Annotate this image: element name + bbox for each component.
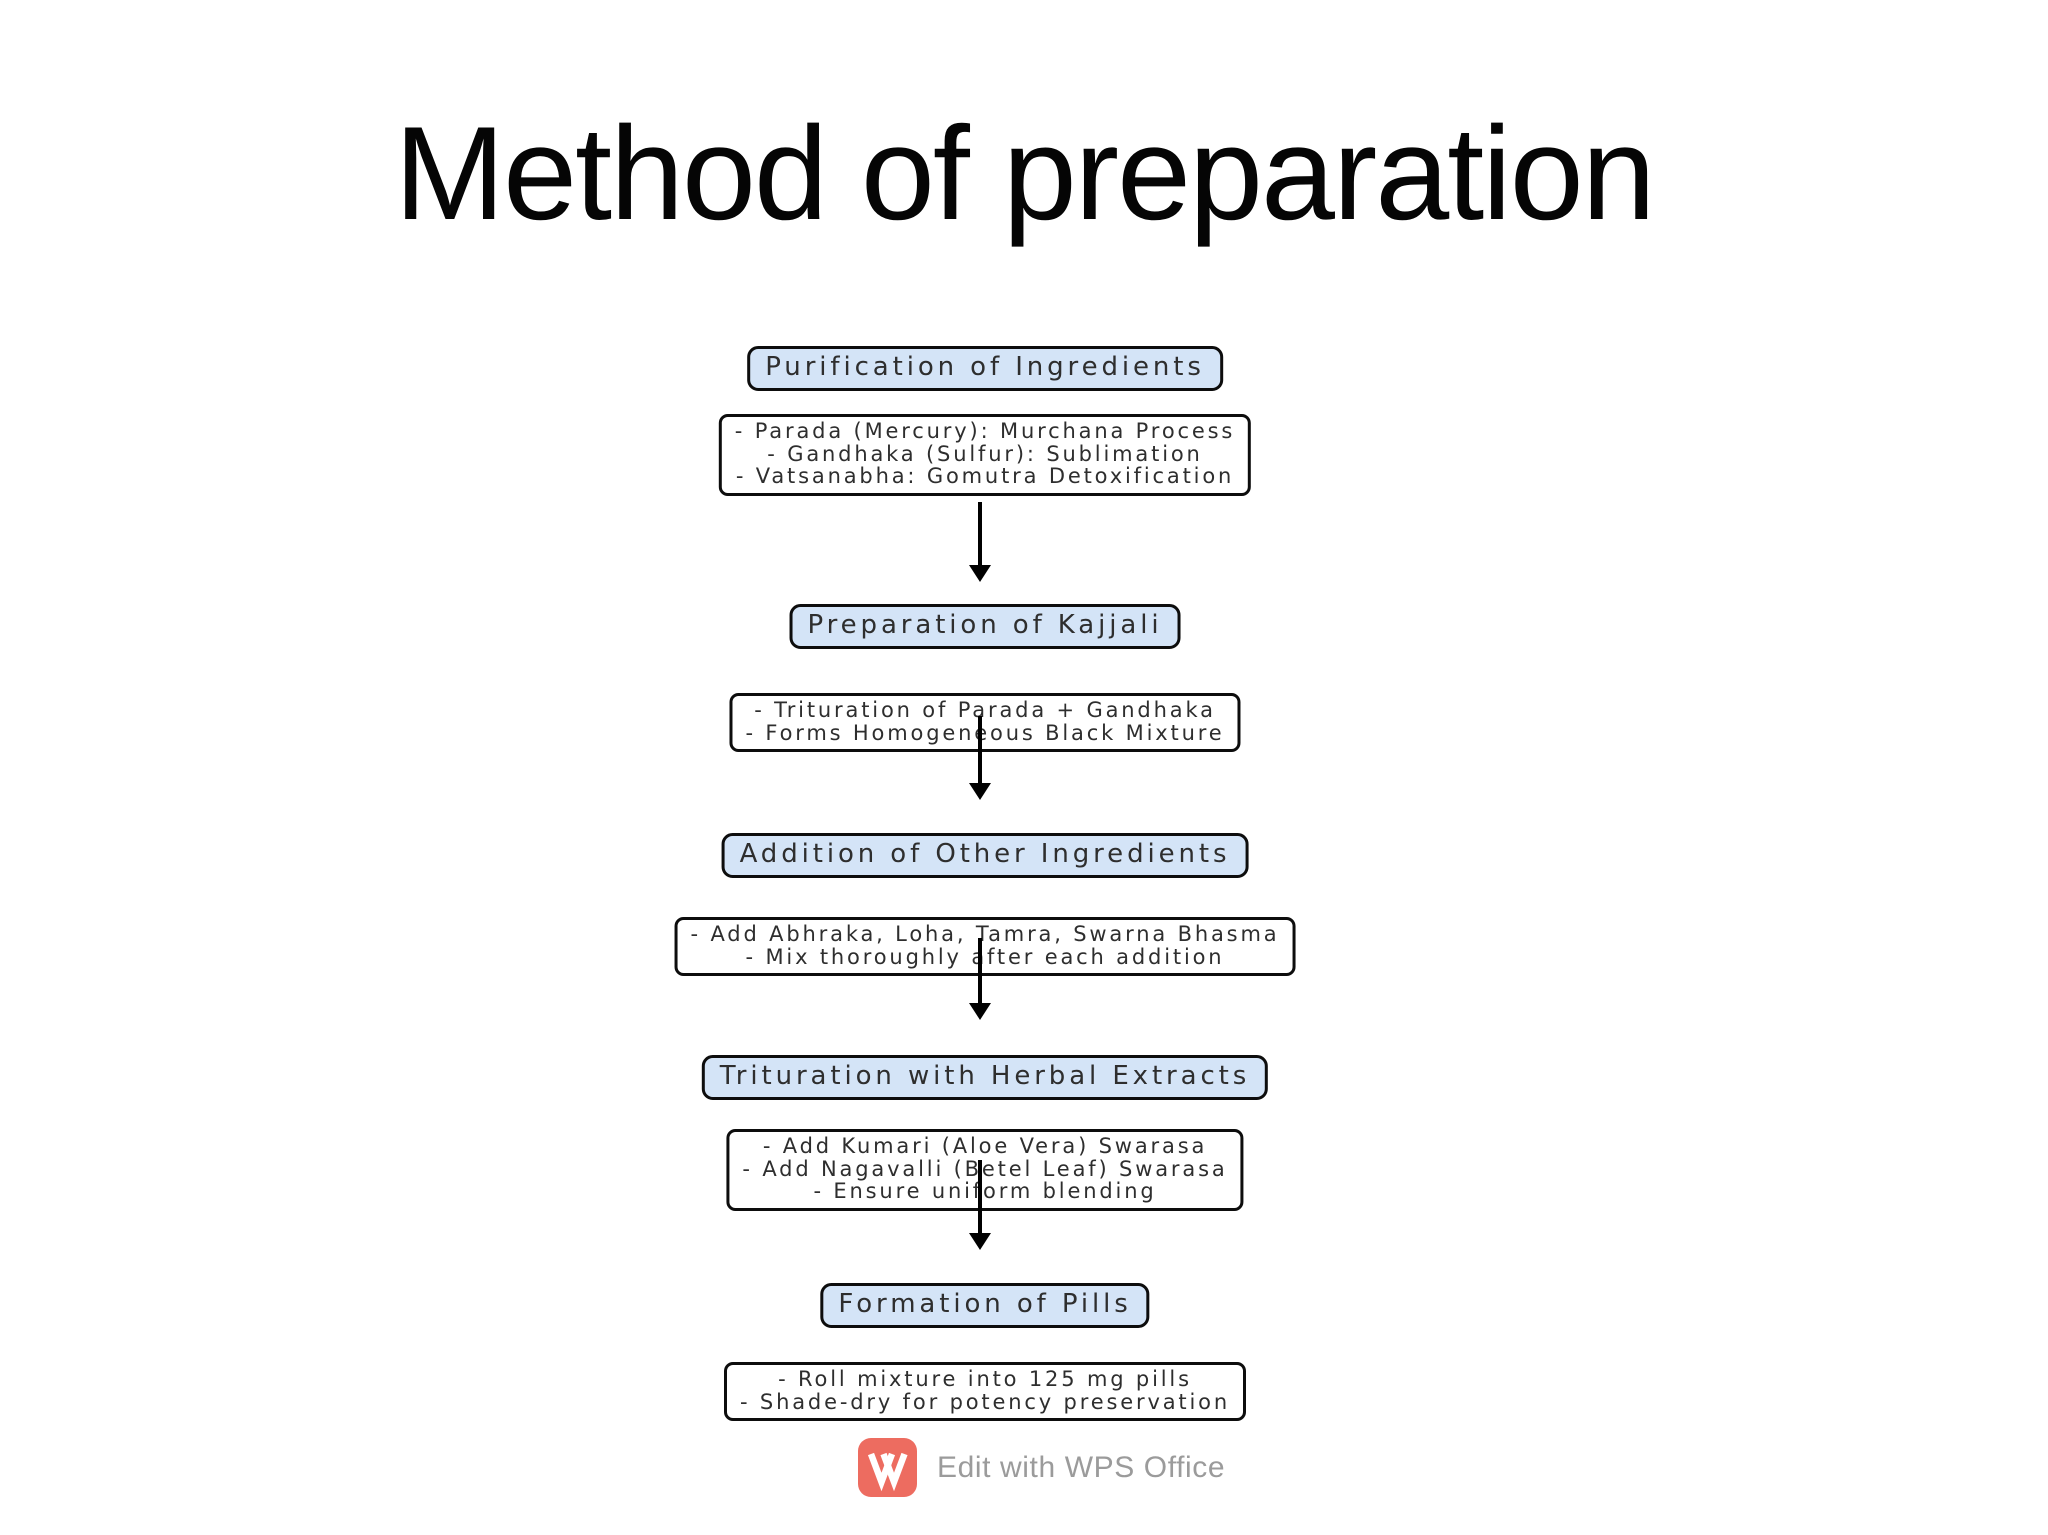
detail-line: - Forms Homogeneous Black Mixture [745,720,1225,745]
flow-header-kajjali: Preparation of Kajjali [789,604,1181,649]
down-arrow-icon [969,502,991,582]
detail-line: - Add Abhraka, Loha, Tamra, Swarna Bhasm… [690,922,1280,946]
detail-line: - Shade-dry for potency preservation [740,1389,1230,1414]
detail-line: - Roll mixture into 125 mg pills [778,1367,1192,1391]
wps-watermark-badge[interactable]: Edit with WPS Office [858,1438,1225,1497]
detail-line: - Trituration of Parada + Gandhaka [754,698,1216,722]
detail-line: - Vatsanabha: Gomutra Detoxification [735,464,1235,488]
flow-header-pills: Formation of Pills [820,1283,1150,1328]
arrow-head [969,1233,991,1250]
down-arrow-icon [969,1160,991,1250]
detail-line: - Add Nagavalli (Betel Leaf) Swarasa [742,1156,1228,1181]
flow-header-trituration: Trituration with Herbal Extracts [701,1055,1269,1100]
flow-details-pills: - Roll mixture into 125 mg pills - Shade… [724,1362,1246,1421]
flow-details-kajjali: - Trituration of Parada + Gandhaka - For… [729,693,1241,752]
page-title: Method of preparation [394,100,1655,248]
detail-line: - Ensure uniform blending [813,1179,1157,1203]
detail-line: - Mix thoroughly after each addition [745,944,1225,969]
flow-details-addition: - Add Abhraka, Loha, Tamra, Swarna Bhasm… [674,917,1296,976]
arrow-head [969,565,991,582]
arrow-head [969,783,991,800]
detail-line: - Parada (Mercury): Murchana Process [734,419,1236,443]
arrow-shaft [978,1160,982,1234]
flow-details-trituration: - Add Kumari (Aloe Vera) Swarasa - Add N… [726,1129,1244,1211]
arrow-shaft [978,502,982,566]
arrow-head [969,1003,991,1020]
down-arrow-icon [969,938,991,1020]
detail-line: - Gandhaka (Sulfur): Sublimation [767,441,1203,466]
down-arrow-icon [969,716,991,800]
arrow-shaft [978,716,982,784]
detail-line: - Add Kumari (Aloe Vera) Swarasa [762,1134,1208,1158]
flow-header-purification: Purification of Ingredients [747,346,1223,391]
wps-watermark-label: Edit with WPS Office [937,1450,1226,1484]
flow-details-purification: - Parada (Mercury): Murchana Process - G… [718,414,1252,496]
flow-header-addition: Addition of Other Ingredients [721,833,1249,878]
arrow-shaft [978,938,982,1004]
wps-office-logo-icon [858,1438,917,1497]
